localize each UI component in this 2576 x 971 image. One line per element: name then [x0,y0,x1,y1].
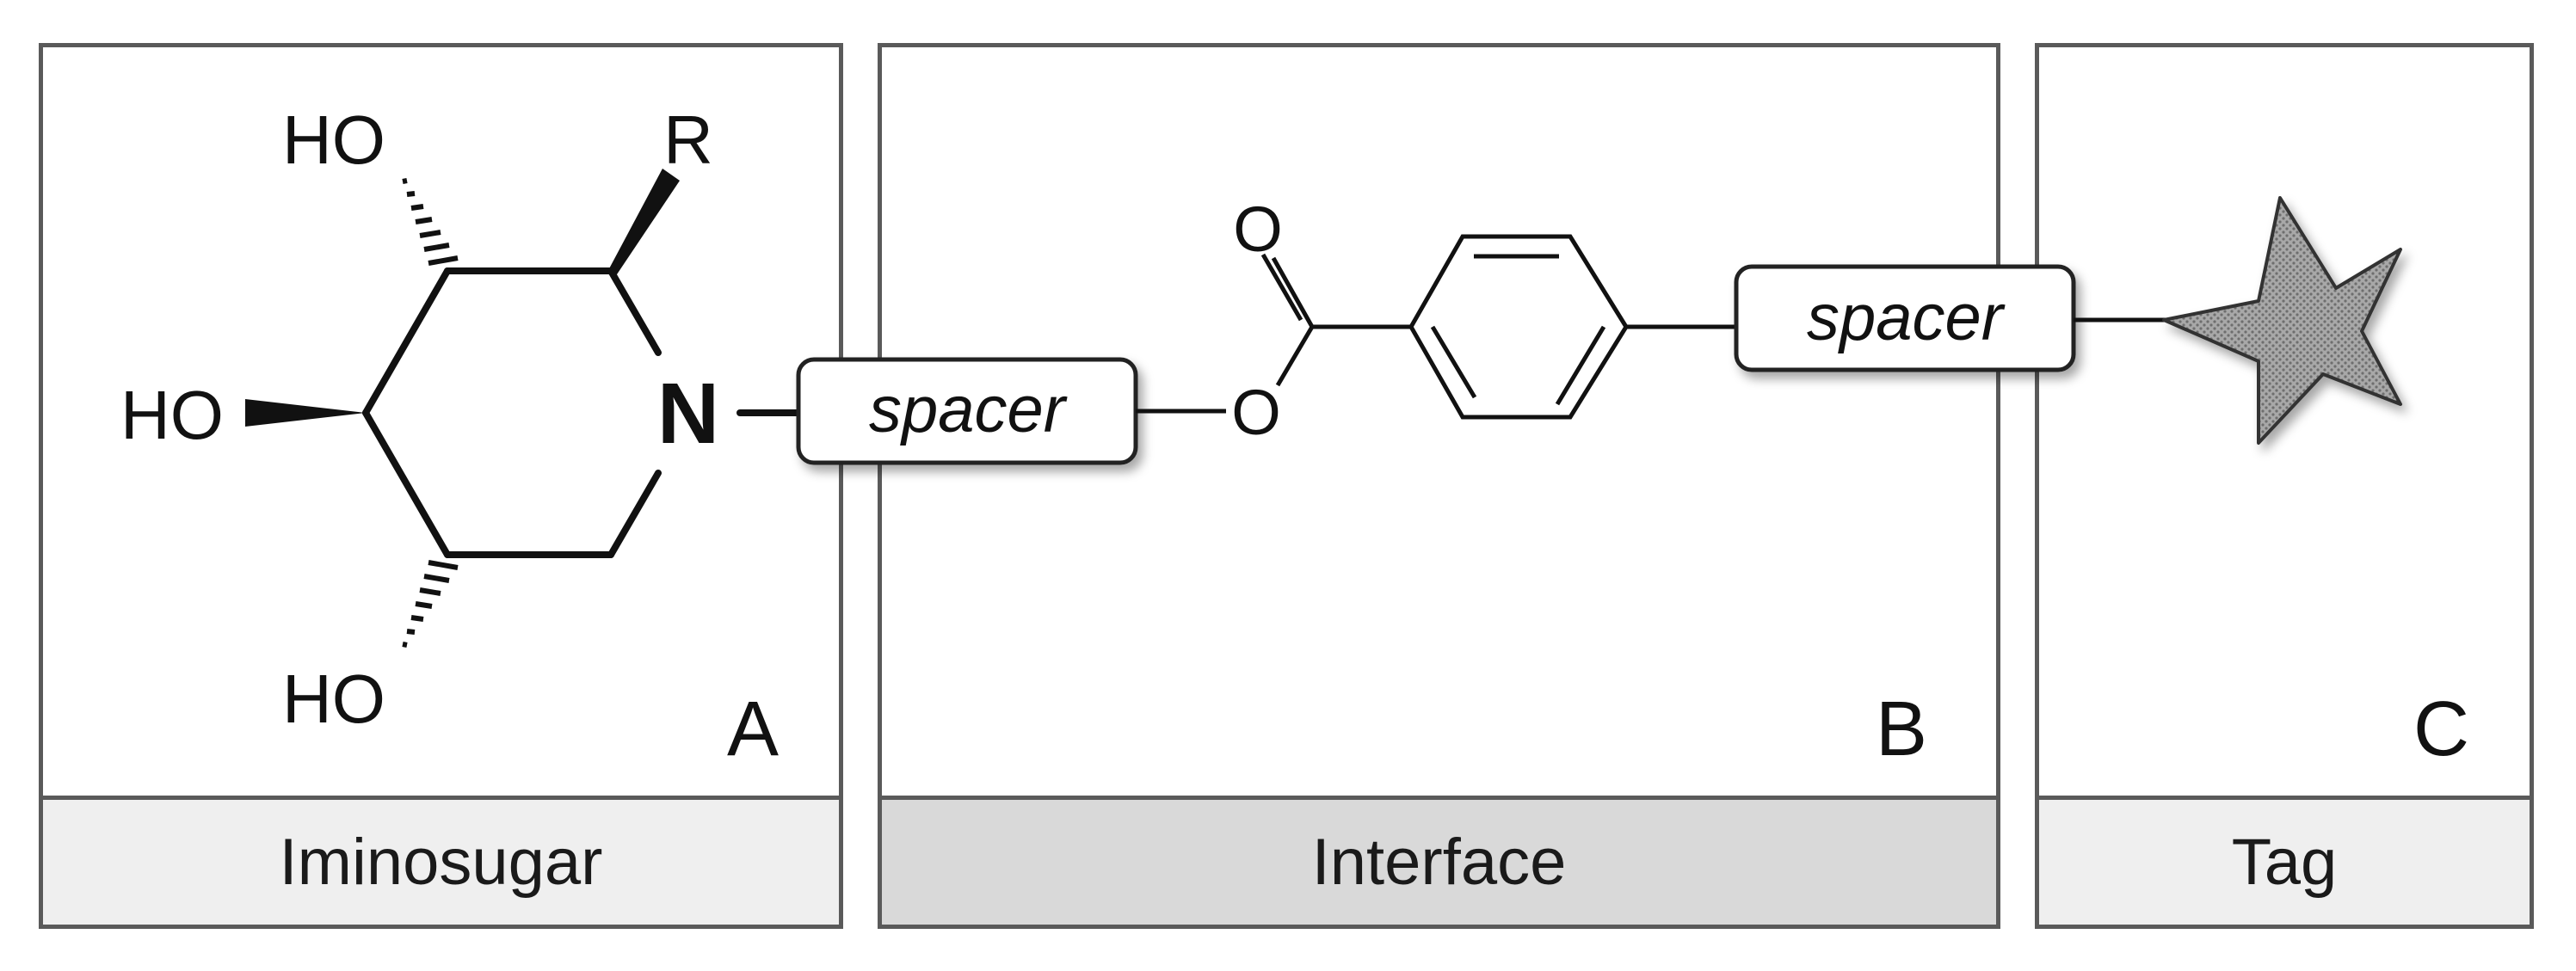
ester-bonds [1136,253,1411,414]
substituent-r-label: R [663,101,713,178]
carbonyl-oxygen-label: O [1233,194,1283,265]
benzene-ring [1408,234,1738,420]
wedge-bond-r [607,169,680,277]
panel-caption-tag: Tag [2039,796,2530,925]
spacer-right-label: spacer [1807,281,2006,354]
hydroxyl-middle-label: HO [120,377,224,453]
hydroxyl-top-label: HO [282,101,385,178]
hash-bond-ho-bottom [402,560,459,648]
hash-bond-ho-top [402,178,459,266]
ester-oxygen-label: O [1231,377,1281,448]
panel-letter-c: C [2413,686,2469,772]
piperidine-ring [362,267,804,558]
wedge-bond-ho-middle [245,399,366,427]
panel-letter-a: A [726,686,779,772]
panel-tag: C Tag [2035,43,2534,929]
spacer-left-label: spacer [869,373,1068,446]
panel-caption-iminosugar: Iminosugar [43,796,839,925]
panel-iminosugar: A Iminosugar [39,43,843,929]
panel-letter-b: B [1875,686,1927,772]
panel-caption-interface: Interface [882,796,1996,925]
hydroxyl-bottom-label: HO [282,661,385,737]
star-icon [2162,196,2402,445]
panel-interface: B Interface [878,43,2000,929]
ring-nitrogen-label: N [657,366,719,462]
